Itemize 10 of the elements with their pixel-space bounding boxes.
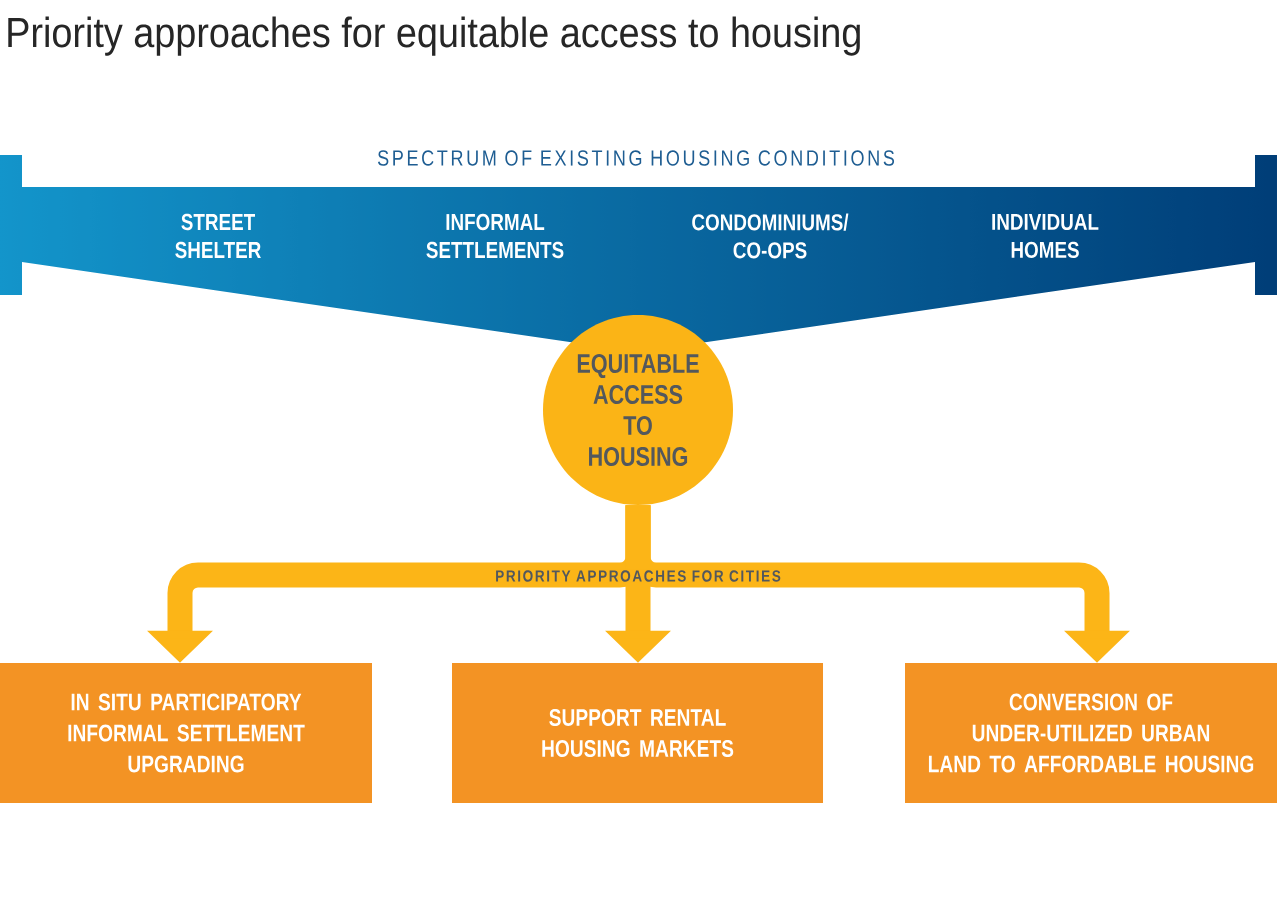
approach-box: CONVERSION OF UNDER-UTILIZED URBAN LAND TO AFFORDABLE HOUSING: [905, 663, 1277, 803]
category-label: INFORMAL SETTLEMENTS: [426, 213, 564, 259]
edge-label: PRIORITY APPROACHES FOR CITIES: [494, 569, 782, 583]
approach-box: SUPPORT RENTAL HOUSING MARKETS: [452, 663, 823, 803]
category-label: INDIVIDUAL HOMES: [992, 214, 1099, 258]
approach-box: IN SITU PARTICIPATORY INFORMAL SETTLEMENT UPGRADING: [0, 663, 372, 803]
band-heading: SPECTRUM OF EXISTING HOUSING CONDITIONS: [377, 150, 895, 166]
category-label: STREET SHELTER: [175, 213, 261, 259]
category-label: CONDOMINIUMS/ CO-OPS: [692, 213, 849, 259]
title: Priority approaches for equitable access to housing: [8, 16, 860, 56]
